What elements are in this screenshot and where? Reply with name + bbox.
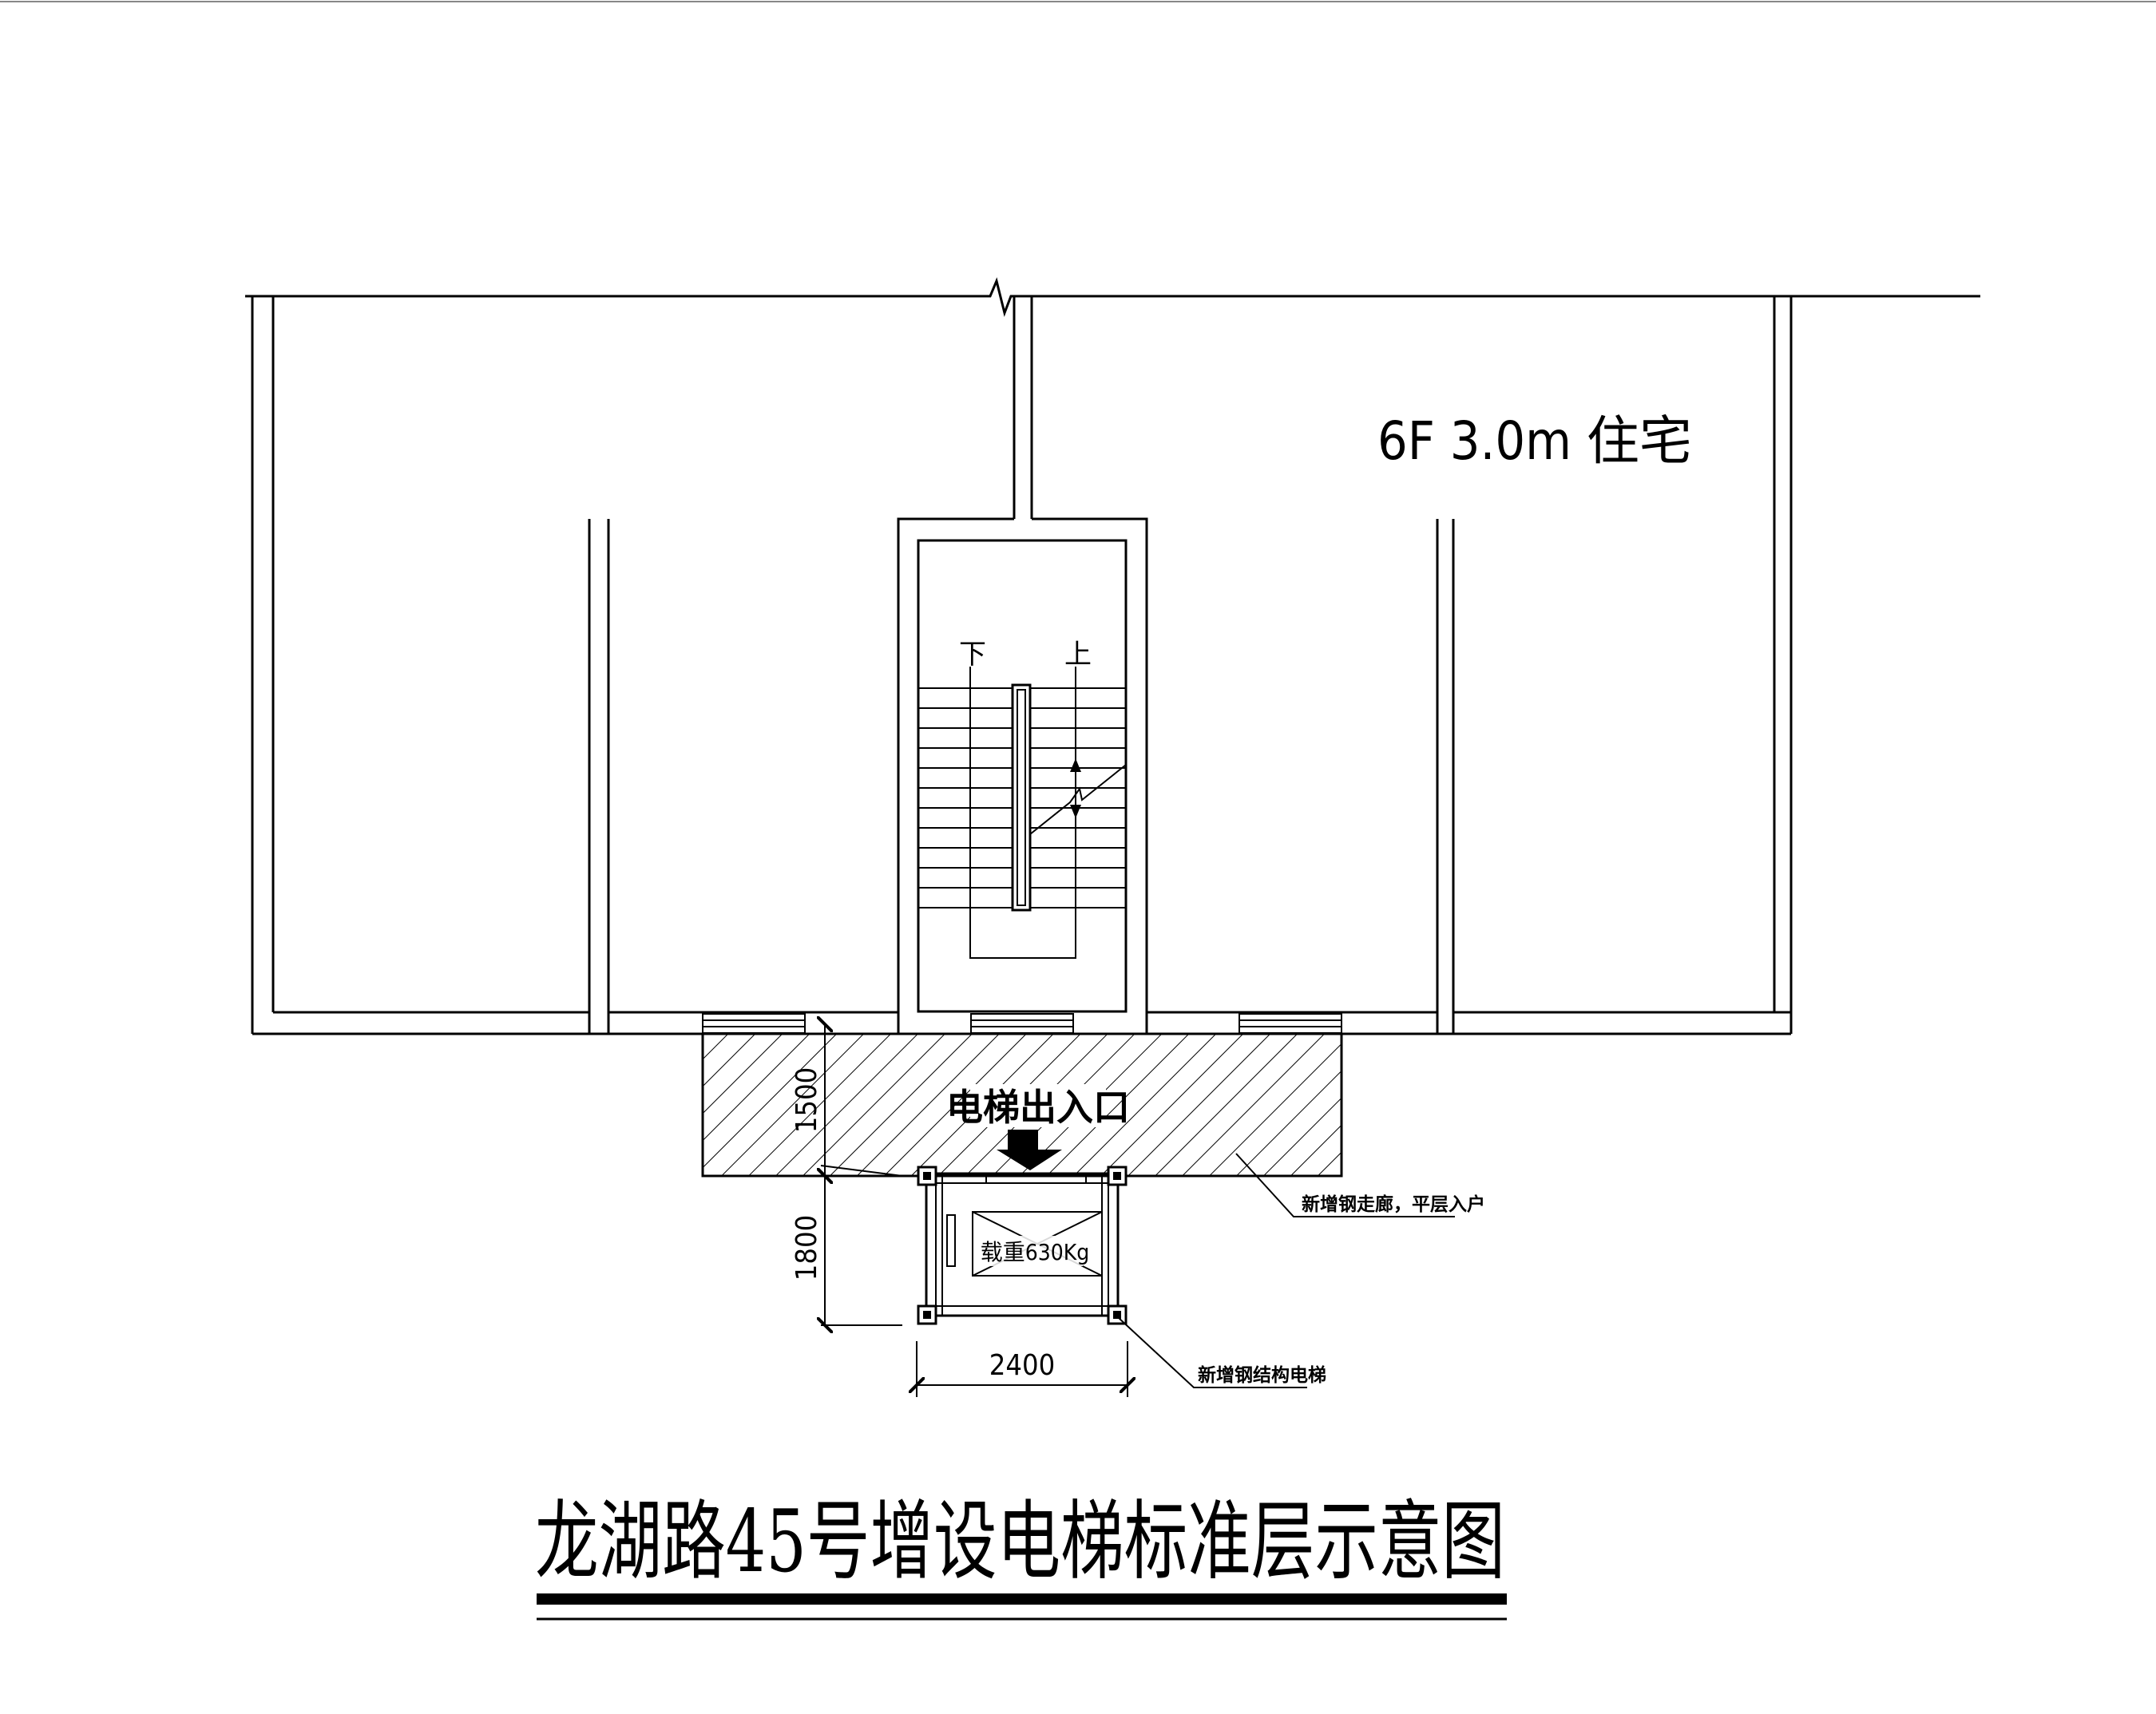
entrance-arrow (997, 1130, 1062, 1170)
load-label-mask (987, 1236, 1083, 1266)
drawing-title: 龙湖路45号增设电梯标准层示意图 (535, 1492, 1505, 1592)
elevator-load-label: 载重630Kg (981, 1239, 1090, 1265)
corridor-callout: 新增钢走廊，平层入户 (1302, 1193, 1485, 1215)
building-outline (245, 277, 1980, 1035)
elevator-callout: 新增钢结构电梯 (1198, 1364, 1326, 1386)
callout-leaders (1117, 1153, 1455, 1388)
door-thresholds (702, 1013, 1342, 1034)
floor-label: 6F 3.0m 住宅 (1377, 410, 1692, 472)
staircase (918, 667, 1127, 959)
elevator-entrance-label: 电梯出入口 (946, 1086, 1130, 1129)
stair-up-label: 上 (1064, 639, 1092, 671)
stair-down-label: 下 (959, 639, 986, 671)
title-underline-thick (537, 1593, 1507, 1605)
dimension-corridor-depth: 1500 (791, 1067, 823, 1133)
dimension-lines (817, 1024, 1128, 1397)
dimension-shaft-width: 2400 (989, 1349, 1055, 1382)
dimension-shaft-depth: 1800 (791, 1215, 823, 1281)
entrance-label-mask (970, 1084, 1106, 1127)
